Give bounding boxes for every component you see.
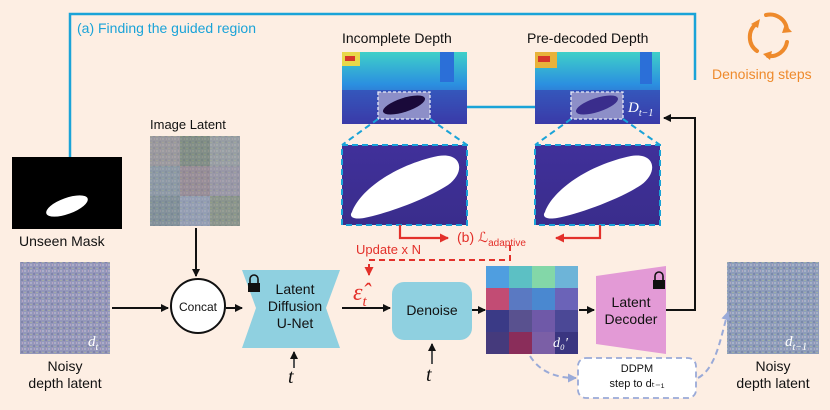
t-denoise-label: t [426,364,432,386]
lock-icon-body [653,280,665,289]
adaptive-arrow-left [398,225,449,243]
predecoded-zoom-image [534,144,661,226]
dprev-label: dt−1 [785,334,808,353]
image-latent-image [150,136,240,226]
denoise-label: Denoise [406,302,458,318]
zoom-guides [341,118,661,146]
noisy-latent-left-image [20,262,110,354]
decoder-output-path [663,114,696,311]
incomplete-zoom-image [341,144,468,226]
d0-label: d₀′ [553,336,568,351]
incomplete-depth-title: Incomplete Depth [342,30,452,46]
predecoded-depth-title: Pre-decoded Depth [527,30,649,46]
cycle-icon [747,12,789,59]
update-dashed-path [364,245,511,276]
lock-icon [249,274,259,284]
unseen-mask-image [12,157,122,229]
unet-shape [242,270,340,348]
concat-label: Concat [178,300,218,314]
epsilon-label: ε̂t [353,280,367,310]
guided-region-label: (a) Finding the guided region [77,20,257,36]
unseen-mask-title: Unseen Mask [19,233,105,249]
lock-icon-body [248,283,260,292]
denoise-box [392,282,472,340]
decoder-label: Latent Decoder [604,294,658,327]
lock-icon [654,271,664,281]
predecoded-depth-image [535,52,660,124]
t-unet-label: t [288,366,294,388]
noisy-latent-right-label: Noisy depth latent [736,358,810,391]
ddpm-out-arrow [697,311,731,379]
d0-latent-image [486,266,578,354]
ddpm-box [577,357,697,399]
adaptive-loss-label: (b) ℒadaptive [457,229,526,249]
ddpm-in-arrow [529,355,577,383]
denoising-steps-label: Denoising steps [712,66,812,82]
incomplete-depth-image [342,52,467,124]
decoder-shape [596,266,666,354]
adaptive-arrow-right [555,225,602,243]
image-latent-title: Image Latent [150,117,226,132]
concat-node [170,278,226,334]
mask-blob [46,195,88,217]
unet-label: Latent Diffusion U-Net [267,281,323,331]
Dprev-label: Dt−1 [628,100,654,119]
noisy-latent-right-image [727,262,819,354]
dt-label: dt [88,334,99,353]
guided-region-path [68,12,697,157]
ddpm-label: DDPM step to dₜ₋₁ [609,363,665,390]
noisy-latent-left-label: Noisy depth latent [28,358,102,391]
update-label: Update x N [356,242,422,257]
